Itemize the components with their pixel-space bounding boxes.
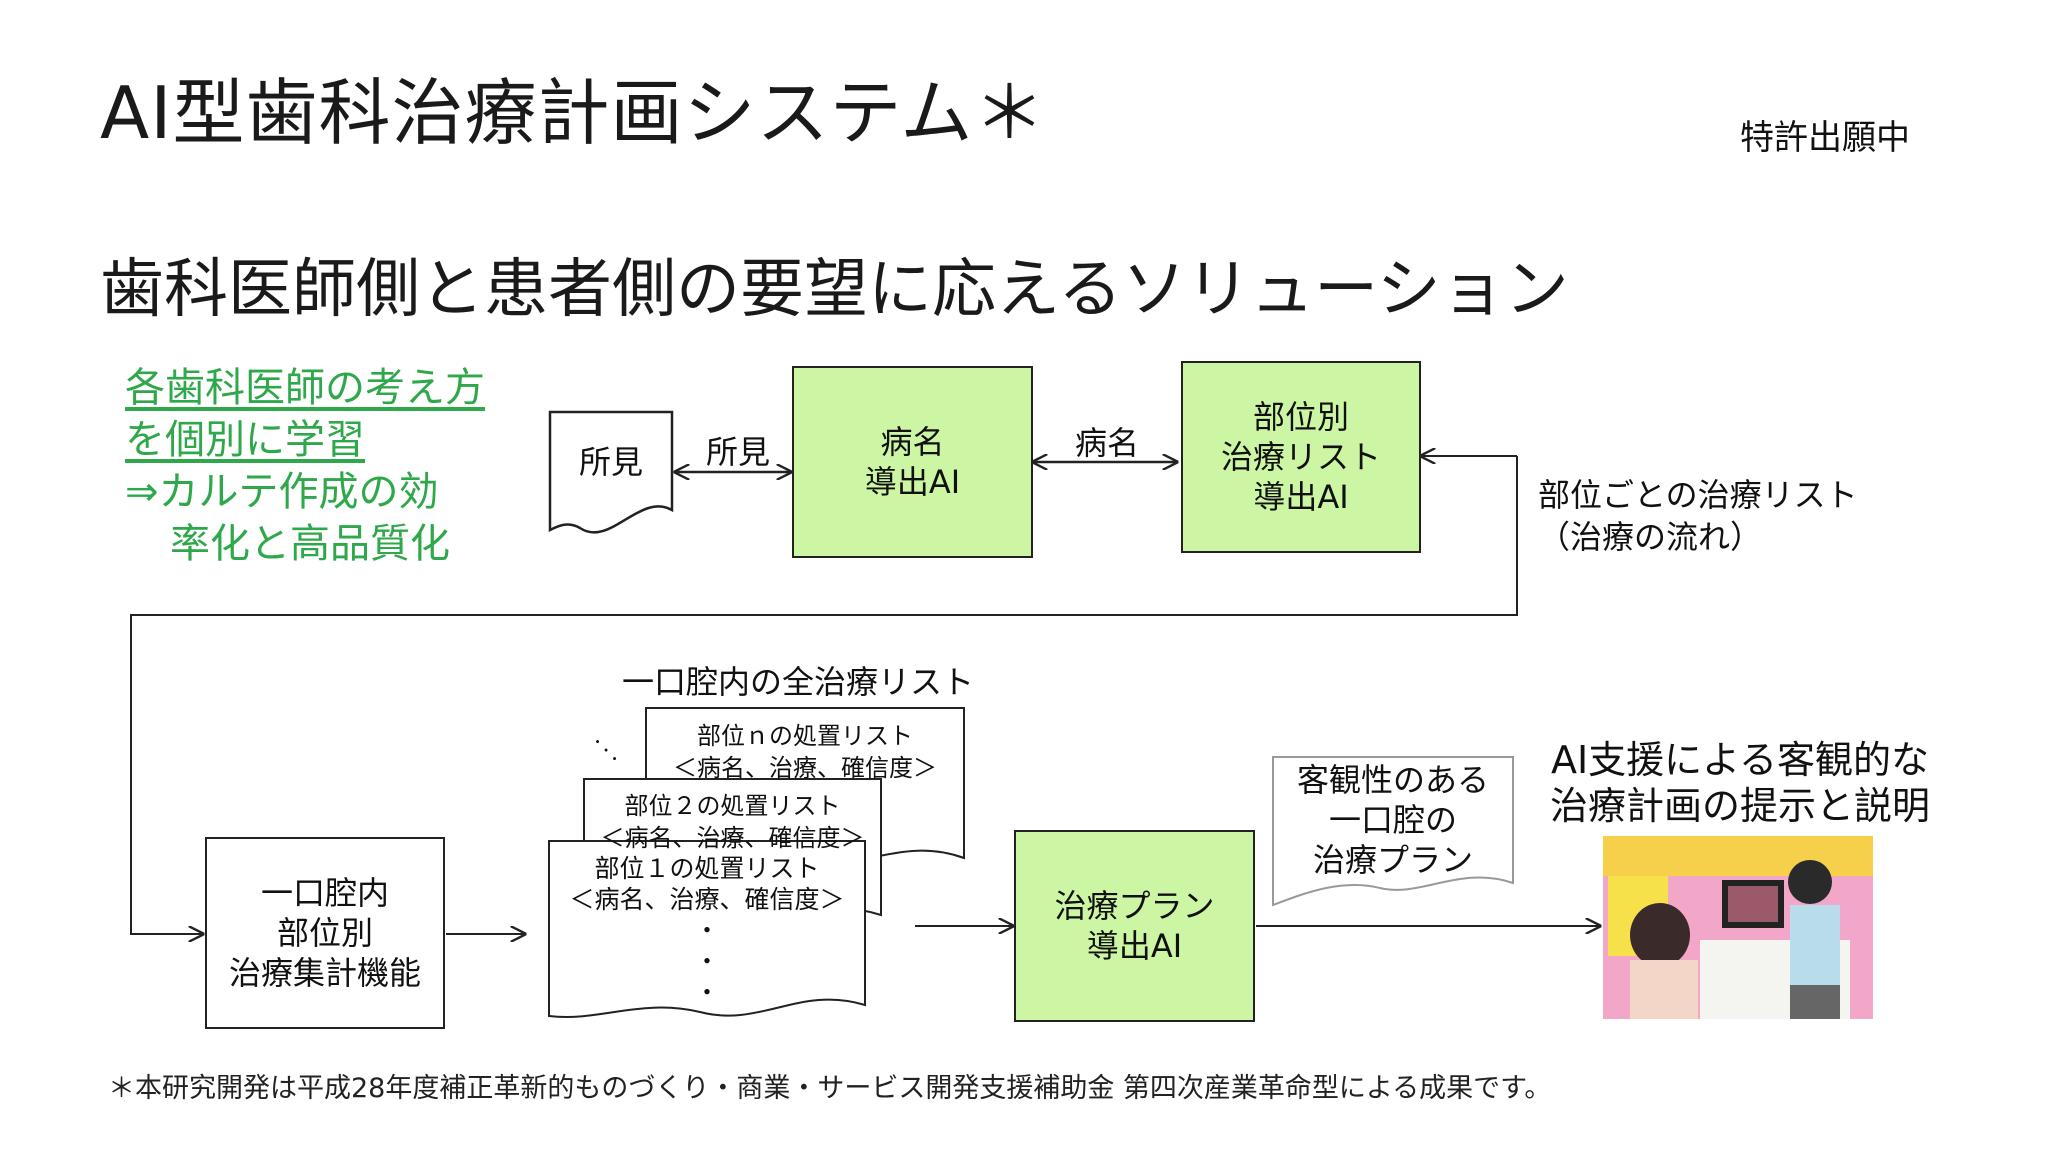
disease-ai-node: 病名 導出AI	[792, 366, 1033, 558]
disease-arrow-label: 病名	[1075, 424, 1140, 462]
findings-doc-shape	[548, 410, 674, 534]
doc-1-text: 部位１の処置リスト ＜病名、治療、確信度＞ ・ ・ ・	[569, 854, 845, 1007]
doc-1-shape	[548, 840, 866, 1018]
subtitle: 歯科医師側と患者側の要望に応えるソリューション	[100, 253, 1569, 327]
learning-note-line1: 各歯科医師の考え方	[125, 365, 485, 411]
patent-pending-label: 特許出願中	[1740, 118, 1910, 158]
site-ai-node: 部位別 治療リスト 導出AI	[1181, 361, 1421, 553]
ai-caption: AI支援による客観的な 治療計画の提示と説明	[1549, 738, 1930, 828]
footnote: ＊本研究開発は平成28年度補正革新的ものづくり・商業・サービス開発支援補助金 第…	[108, 1073, 1552, 1104]
learning-note-line4: 率化と高品質化	[170, 521, 450, 567]
loop-connector	[130, 456, 1518, 934]
learning-note-line3: ⇒カルテ作成の効	[125, 469, 439, 515]
site-list-label: 部位ごとの治療リスト （治療の流れ）	[1538, 476, 1858, 556]
doc-2-text: 部位２の処置リスト ＜病名、治療、確信度＞	[600, 792, 865, 850]
learning-note-line2: を個別に学習	[125, 417, 365, 463]
objective-plan-text: 客観性のある 一口腔の 治療プラン	[1296, 761, 1489, 879]
findings-doc-label-wrap: 所見	[550, 412, 672, 512]
consultation-photo	[1603, 836, 1873, 1019]
aggregate-node: 一口腔内 部位別 治療集計機能	[205, 837, 445, 1029]
objective-plan-shape	[1272, 756, 1514, 907]
plan-ai-node: 治療プラン 導出AI	[1014, 830, 1255, 1022]
all-list-title: 一口腔内の全治療リスト	[622, 663, 975, 701]
learning-note: 各歯科医師の考え方 を個別に学習 ⇒カルテ作成の効 率化と高品質化	[125, 362, 485, 570]
findings-arrow-label: 所見	[706, 433, 771, 471]
doc-n-text: 部位ｎの処置リスト ＜病名、治療、確信度＞	[673, 722, 937, 782]
page-title: AI型歯科治療計画システム＊	[100, 71, 1047, 155]
findings-doc-label: 所見	[578, 443, 643, 481]
